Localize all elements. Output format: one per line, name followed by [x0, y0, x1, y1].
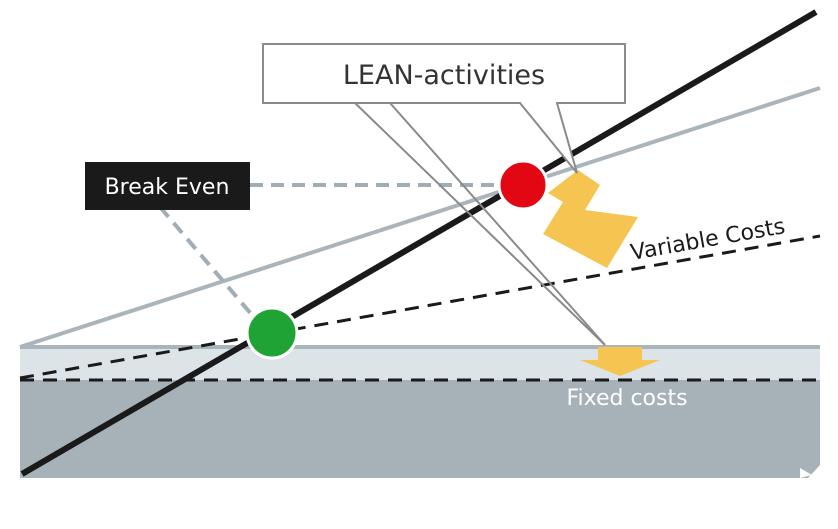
fixed-costs-area — [20, 380, 820, 478]
break-even-leader-diagonal — [158, 205, 260, 324]
break-even-label: Break Even — [85, 162, 250, 210]
lean-activities-label: LEAN-activities — [343, 60, 545, 91]
lean-activities-callout: LEAN-activities — [262, 43, 626, 346]
break-even-label-text: Break Even — [105, 175, 230, 200]
lean-callout-pointer-b — [389, 102, 606, 346]
fixed-costs-reduction-strip — [20, 347, 820, 380]
variable-costs-label: Variable Costs — [629, 214, 787, 266]
lean-callout-cover — [264, 45, 624, 102]
break-even-label-box — [85, 162, 250, 210]
break-even-before-marker — [497, 159, 549, 211]
revenue-line — [20, 9, 818, 477]
variable-costs-reduction-arrow — [543, 170, 638, 268]
variable-costs-dashed-line — [19, 234, 821, 380]
fixed-costs-reduction-arrow — [580, 347, 660, 376]
fixed-costs-label: Fixed costs — [566, 386, 687, 411]
fixed-costs-area-notch — [800, 468, 812, 478]
lean-callout-pointer-a — [354, 102, 606, 346]
break-even-after-marker — [245, 306, 299, 360]
total-costs-line-before — [19, 86, 821, 349]
